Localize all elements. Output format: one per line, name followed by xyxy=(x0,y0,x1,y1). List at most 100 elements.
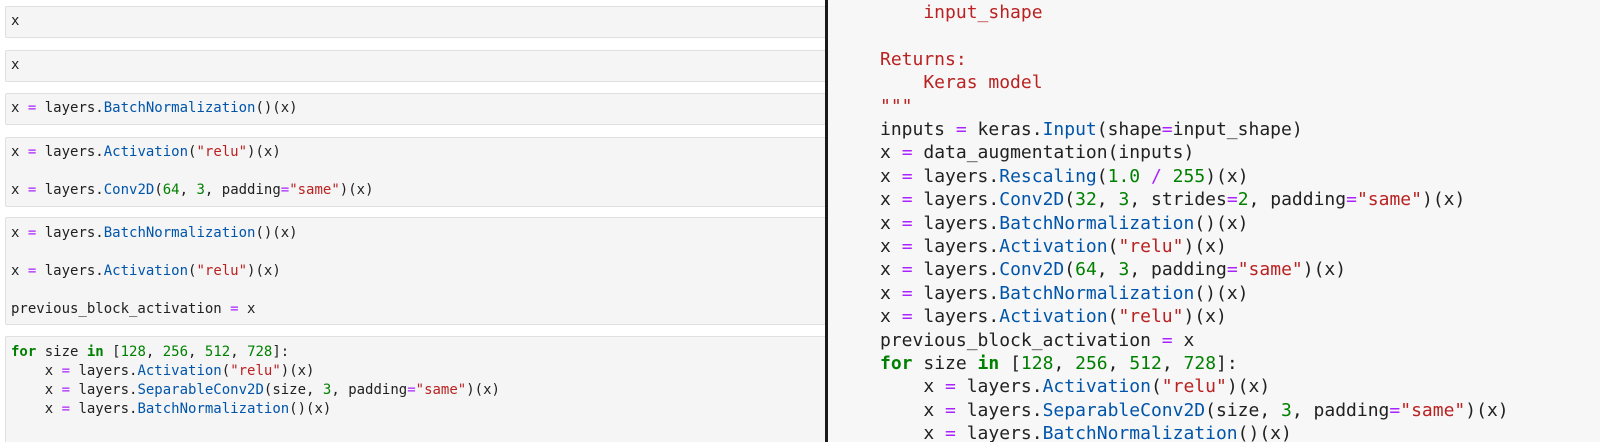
code-token: )(x) xyxy=(1183,306,1227,328)
code-token: x xyxy=(880,282,902,304)
code-token: 128 xyxy=(1020,353,1054,374)
code-token: input_shape xyxy=(880,2,1043,23)
code-token: in xyxy=(86,344,104,360)
code-token: = xyxy=(901,212,913,234)
code-token: , xyxy=(230,344,248,360)
code-cell[interactable]: x = layers.Activation("relu")(x)x = laye… xyxy=(5,137,825,207)
code-cell[interactable]: x xyxy=(5,50,825,82)
panel-divider[interactable] xyxy=(825,0,828,442)
code-token: , xyxy=(1107,353,1130,374)
code-token: BatchNormalization xyxy=(103,225,256,241)
code-line: x = layers.Activation("relu")(x) xyxy=(11,262,281,281)
code-token: "relu" xyxy=(230,363,281,379)
code-line: x = layers.Conv2D(64, 3, padding="same")… xyxy=(880,258,1346,282)
code-cell[interactable]: x xyxy=(5,6,825,38)
code-token: , xyxy=(1096,189,1119,211)
code-line: x = layers.BatchNormalization()(x) xyxy=(880,212,1249,236)
code-token: layers. xyxy=(912,236,1000,257)
code-token: layers. xyxy=(36,263,104,279)
code-token: = xyxy=(1389,399,1401,421)
code-token: keras. xyxy=(966,119,1043,140)
code-token: = xyxy=(230,301,239,317)
code-token: = xyxy=(1226,259,1238,281)
code-token: "relu" xyxy=(1118,236,1184,257)
code-token: "same" xyxy=(1356,189,1422,211)
code-token: = xyxy=(280,182,290,198)
code-token: x xyxy=(880,376,946,398)
code-line: x = layers.Rescaling(1.0 / 255)(x) xyxy=(880,165,1249,189)
code-token: size xyxy=(36,344,87,360)
code-token: = xyxy=(27,182,37,198)
code-token: Conv2D xyxy=(999,259,1065,281)
code-token: Activation xyxy=(137,363,222,379)
code-token: )(x) xyxy=(1302,259,1347,281)
code-token xyxy=(1140,166,1151,187)
code-token: x xyxy=(1172,329,1195,351)
code-token: , padding xyxy=(331,382,408,398)
code-cell[interactable]: x = layers.BatchNormalization()(x)x = la… xyxy=(5,217,825,325)
code-token: ()(x) xyxy=(289,401,332,417)
code-token: = xyxy=(901,142,913,164)
code-token: previous_block_activation xyxy=(880,329,1162,351)
code-token: )(x) xyxy=(466,382,500,398)
code-token: Activation xyxy=(103,263,189,279)
code-token: )(x) xyxy=(1226,376,1271,398)
code-token: ()(x) xyxy=(1194,282,1249,304)
code-token: 3 xyxy=(1118,259,1130,281)
code-token: ()(x) xyxy=(255,225,298,241)
code-cell[interactable]: for size in [128, 256, 512, 728]: x = la… xyxy=(5,336,825,442)
code-token: ( xyxy=(154,182,163,198)
code-token: x xyxy=(238,301,256,317)
code-token: BatchNormalization xyxy=(999,282,1195,304)
code-token: )(x) xyxy=(1205,165,1249,187)
code-token: 728 xyxy=(247,344,273,360)
code-token: input_shape) xyxy=(1172,119,1303,140)
code-token: = xyxy=(407,382,416,398)
code-line: x = layers.BatchNormalization()(x) xyxy=(11,224,298,243)
code-token: = xyxy=(1346,189,1357,211)
code-token: x xyxy=(11,225,28,241)
code-token: "relu" xyxy=(1161,376,1227,398)
code-token: )(x) xyxy=(1183,236,1227,257)
code-line: x = layers.Activation("relu")(x) xyxy=(11,143,281,162)
code-token: , padding xyxy=(1248,189,1347,211)
code-cell[interactable]: x = layers.BatchNormalization()(x) xyxy=(5,93,825,125)
code-token: , padding xyxy=(1291,399,1390,421)
code-token: Activation xyxy=(1042,376,1151,398)
code-line: x xyxy=(11,12,19,31)
code-line: previous_block_activation = x xyxy=(11,300,255,319)
code-token: x xyxy=(11,382,62,398)
code-token: x xyxy=(880,212,902,234)
code-token: = xyxy=(27,100,37,116)
code-token xyxy=(1162,166,1173,187)
code-line: Returns: xyxy=(880,48,967,72)
code-token: x xyxy=(11,401,62,417)
code-line: x xyxy=(11,56,19,75)
code-token: "same" xyxy=(1237,259,1303,281)
code-token: layers. xyxy=(36,225,104,241)
code-token: (size, xyxy=(263,382,323,398)
code-token: = xyxy=(61,401,71,417)
code-token: 728 xyxy=(1183,353,1217,374)
code-token: ( xyxy=(1150,376,1162,398)
code-token: BatchNormalization xyxy=(103,100,256,116)
code-token: Returns: xyxy=(880,48,967,70)
code-token: x xyxy=(880,236,902,257)
code-token: 64 xyxy=(1075,259,1097,281)
code-token: = xyxy=(901,189,913,211)
code-token: x xyxy=(880,259,902,281)
code-token: previous_block_activation xyxy=(11,301,231,317)
code-token: inputs xyxy=(880,119,956,140)
code-token: layers. xyxy=(912,259,1000,281)
code-token: ( xyxy=(188,263,197,279)
code-token: Rescaling xyxy=(999,165,1097,187)
code-token: 32 xyxy=(1075,189,1097,211)
code-line: x = layers.BatchNormalization()(x) xyxy=(880,422,1292,442)
code-line: x = layers.BatchNormalization()(x) xyxy=(11,400,332,419)
code-token: "same" xyxy=(415,382,467,398)
code-token: x xyxy=(11,57,20,73)
code-token: SeparableConv2D xyxy=(137,382,264,398)
code-token: for xyxy=(880,353,913,374)
code-line: x = layers.Activation("relu")(x) xyxy=(11,362,315,381)
